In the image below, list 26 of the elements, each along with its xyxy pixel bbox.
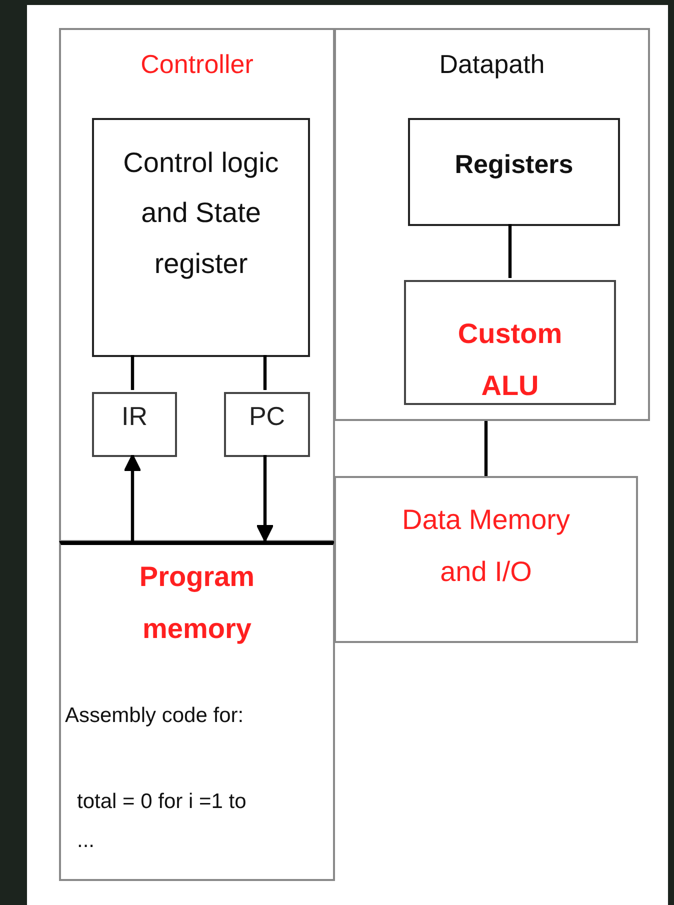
code-text: total = 0 for i =1 to ... [77, 789, 248, 854]
registers-box [408, 118, 620, 226]
connector-line [130, 355, 134, 390]
label: PC [248, 400, 286, 432]
label: Control logic and State register [122, 146, 280, 281]
label: Custom ALU [456, 317, 564, 403]
data-memory-box [334, 476, 638, 643]
connector-line [484, 421, 488, 476]
program-memory-box [59, 541, 335, 881]
label: Datapath [438, 48, 546, 80]
register-box [224, 392, 310, 457]
label: IR [120, 400, 148, 432]
note: Assembly code for: [65, 703, 244, 729]
controller-panel [59, 28, 335, 542]
arrow [124, 454, 142, 541]
arrow [256, 455, 274, 542]
connector-line [508, 224, 512, 278]
register-box [92, 392, 177, 457]
alu-box [404, 280, 616, 405]
datapath-panel [334, 28, 650, 421]
label: Data Memory and I/O [400, 503, 572, 589]
connector-line [263, 355, 267, 390]
label: Controller [140, 48, 254, 80]
heading: Program memory [138, 560, 256, 646]
control-logic-box [92, 118, 310, 357]
label: Registers [454, 148, 574, 180]
